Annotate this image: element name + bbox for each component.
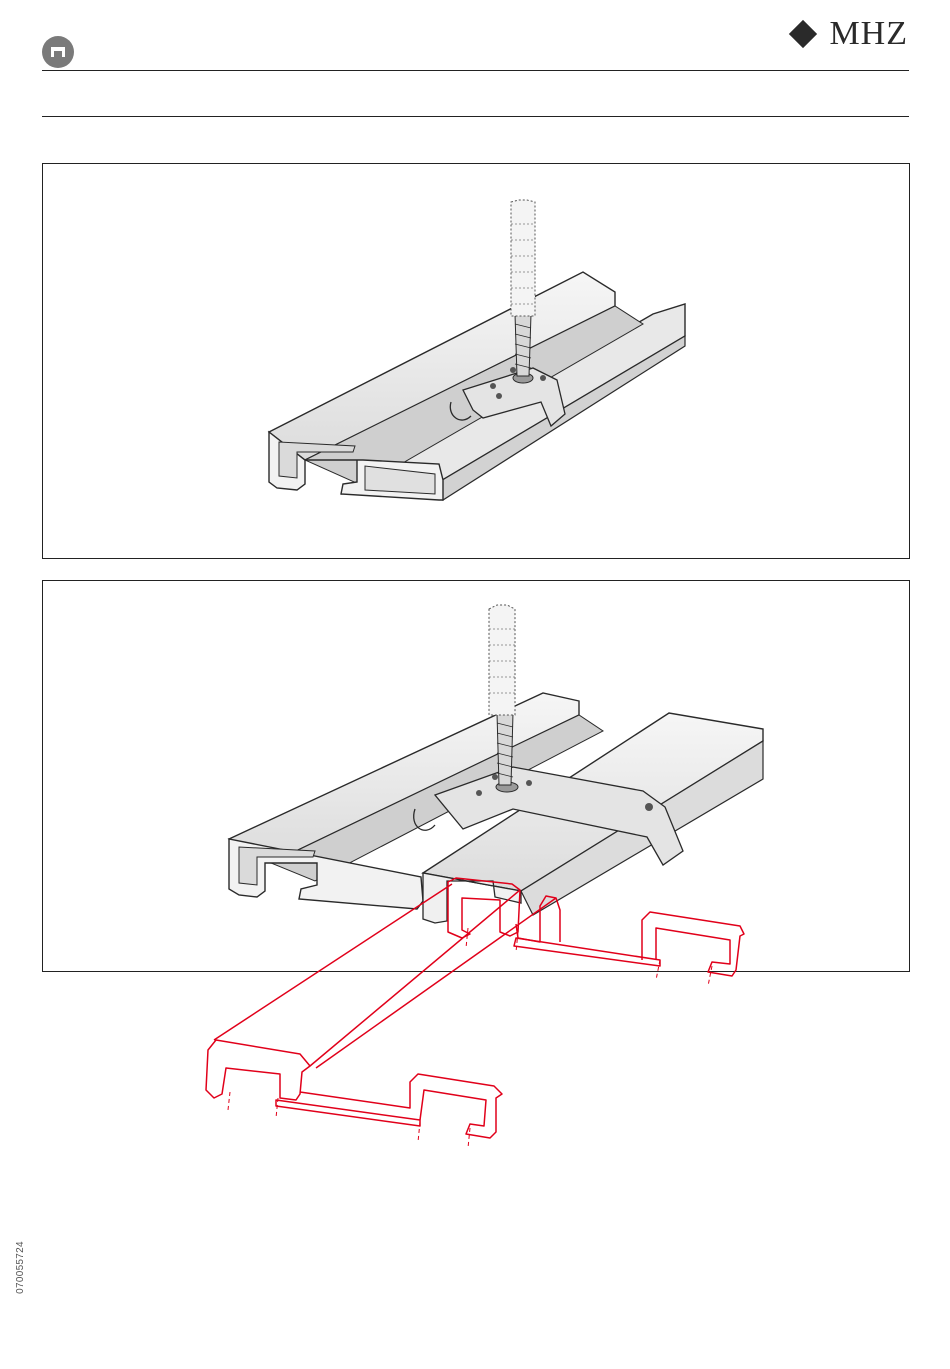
section-rule xyxy=(42,116,909,117)
rail-profile-icon xyxy=(42,36,74,68)
figure-2-frame xyxy=(42,580,910,972)
header-rule xyxy=(42,70,909,71)
figure-1-frame xyxy=(42,163,910,559)
brand-logo: MHZ xyxy=(793,14,908,54)
diamond-icon xyxy=(789,20,817,48)
figure-2-drawing xyxy=(43,581,909,971)
brand-name: MHZ xyxy=(829,14,908,54)
figure-1-drawing xyxy=(43,164,909,558)
document-code-text: 070055724 xyxy=(15,1241,26,1294)
document-code: 070055724 xyxy=(14,1250,54,1290)
